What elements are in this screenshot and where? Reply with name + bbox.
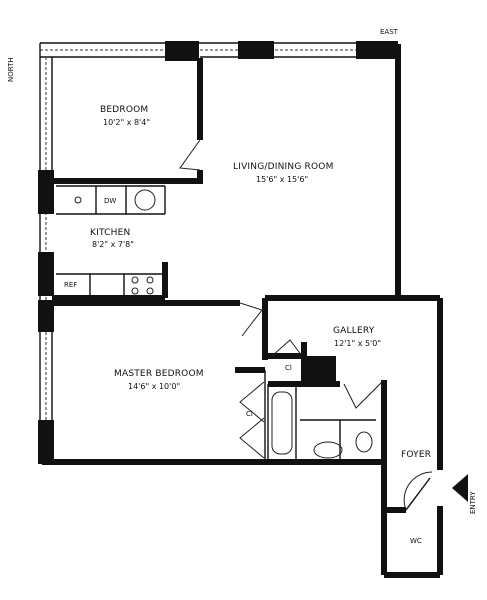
gallery-size: 12'1" x 5'0" <box>334 339 381 348</box>
master-bedroom-label: MASTER BEDROOM <box>114 369 204 379</box>
entry-arrow-icon <box>452 474 468 502</box>
foyer-label: FOYER <box>401 450 431 460</box>
bedroom-label: BEDROOM <box>100 105 148 115</box>
wc-label: WC <box>410 537 422 545</box>
interior-walls <box>52 58 433 513</box>
master-closet-label: Cl <box>246 410 253 418</box>
east-label: EAST <box>380 28 399 36</box>
kitchen-label: KITCHEN <box>90 228 130 238</box>
gallery-closet-label: Cl <box>285 364 292 372</box>
living-dining-size: 15'6" x 15'6" <box>256 175 308 184</box>
master-bedroom-size: 14'6" x 10'0" <box>128 382 180 391</box>
living-dining-label: LIVING/DINING ROOM <box>233 162 334 172</box>
gallery-label: GALLERY <box>333 326 375 336</box>
bedroom-size: 10'2" x 8'4" <box>103 118 150 127</box>
entry-label: ENTRY <box>469 491 477 514</box>
dishwasher-label: DW <box>104 197 116 205</box>
north-label: NORTH <box>7 57 15 82</box>
exterior-walls <box>38 41 443 578</box>
refrigerator-label: REF <box>64 281 77 289</box>
kitchen-size: 8'2" x 7'8" <box>92 240 134 249</box>
